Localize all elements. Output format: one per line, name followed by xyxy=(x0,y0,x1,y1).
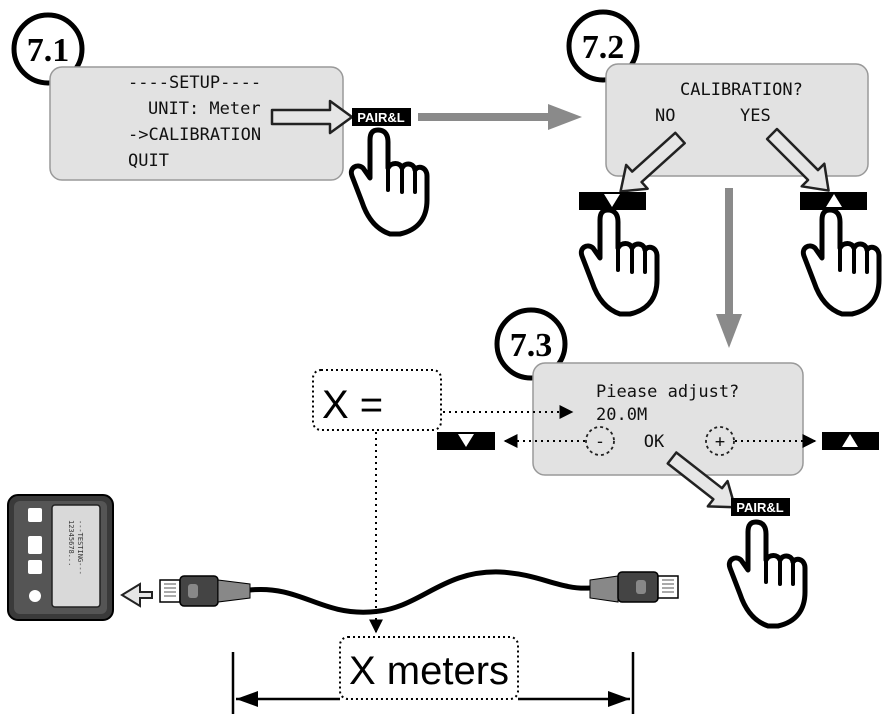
down-triangle-icon xyxy=(458,434,474,447)
hand-press-icon xyxy=(729,522,805,626)
down-step-arrow-icon xyxy=(716,188,742,348)
plug-in-arrow-icon xyxy=(120,582,153,608)
setup-quit: QUIT xyxy=(128,151,169,171)
x-equals-label: X = xyxy=(322,383,383,427)
device-screen-top: ---TESTING--- xyxy=(76,520,84,575)
up-key-1[interactable] xyxy=(800,192,867,210)
adjust-value: 20.0M xyxy=(596,405,647,425)
calibration-question: CALIBRATION? xyxy=(680,80,803,100)
cable xyxy=(249,569,591,615)
x-meters-box: X meters xyxy=(339,636,519,700)
device-button[interactable] xyxy=(28,508,42,522)
down-key-1[interactable] xyxy=(579,192,646,210)
setup-unit: UNIT: Meter xyxy=(148,99,261,119)
pair-key-1-label: PAIR&L xyxy=(357,110,404,125)
hand-press-icon xyxy=(581,210,657,314)
adjust-screen: Piease adjust? 20.0M - OK + xyxy=(532,362,804,476)
pair-key-1[interactable]: PAIR&L xyxy=(352,108,411,126)
device-button[interactable] xyxy=(28,560,42,574)
step-7-2-label: 7.2 xyxy=(582,29,625,66)
device-button[interactable] xyxy=(28,536,42,554)
x-meters-label: X meters xyxy=(349,649,509,693)
length-dimension xyxy=(231,652,635,714)
setup-calibration: ->CALIBRATION xyxy=(128,125,261,145)
minus-hint xyxy=(585,426,615,456)
pair-key-2-label: PAIR&L xyxy=(736,500,783,515)
adjust-question: Piease adjust? xyxy=(596,382,739,402)
up-triangle-icon xyxy=(826,194,842,207)
device-power-button[interactable] xyxy=(29,590,41,602)
hand-press-icon xyxy=(351,130,427,234)
down-key-2[interactable] xyxy=(437,432,495,450)
setup-title: ----SETUP---- xyxy=(128,73,261,93)
ok-label: OK xyxy=(644,432,665,452)
x-equals-box: X = xyxy=(312,369,442,431)
up-key-2[interactable] xyxy=(822,432,879,450)
up-triangle-icon xyxy=(842,434,858,447)
hand-press-icon xyxy=(803,210,879,314)
step-7-2-badge: 7.2 xyxy=(566,9,640,83)
right-connector xyxy=(589,571,679,603)
device-screen xyxy=(51,504,101,608)
step-7-1-label: 7.1 xyxy=(27,32,70,69)
left-connector xyxy=(159,575,251,607)
down-triangle-icon xyxy=(604,194,620,207)
step-7-3-label: 7.3 xyxy=(510,327,553,364)
calibration-no: NO xyxy=(655,106,675,126)
next-step-arrow-icon xyxy=(418,104,582,130)
minus-sign: - xyxy=(595,432,605,452)
step-7-3-badge: 7.3 xyxy=(494,307,568,381)
setup-screen: ----SETUP---- UNIT: Meter ->CALIBRATION … xyxy=(49,66,344,181)
plus-sign: + xyxy=(715,432,725,452)
calibration-yes: YES xyxy=(740,106,771,126)
plus-hint xyxy=(705,426,735,456)
tester-device: ---TESTING--- 12345678... xyxy=(7,494,114,621)
pair-key-2[interactable]: PAIR&L xyxy=(731,498,790,516)
step-7-1-badge: 7.1 xyxy=(11,12,85,86)
device-screen-bottom: 12345678... xyxy=(67,520,75,566)
